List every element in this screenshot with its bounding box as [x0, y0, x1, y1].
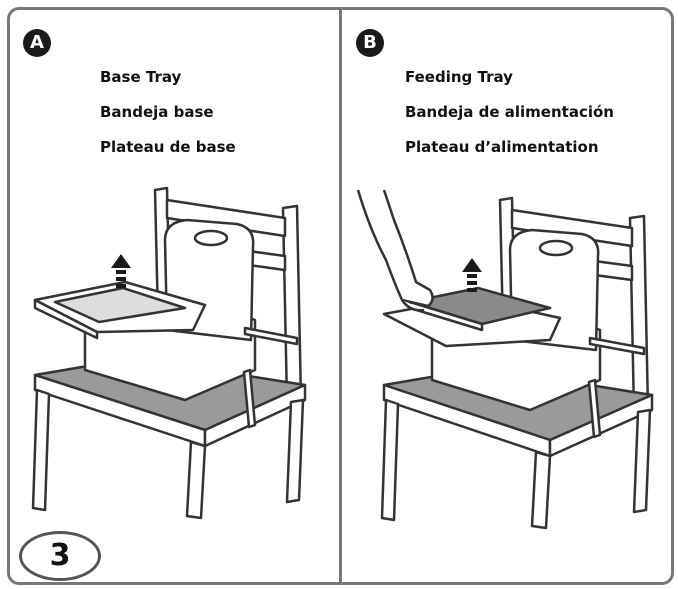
- panel-divider: [339, 7, 342, 585]
- panel-b-labels: Feeding Tray Bandeja de alimentación Pla…: [405, 66, 614, 171]
- panel-a-badge: A: [23, 29, 51, 57]
- panel-a-label-es: Bandeja base: [100, 103, 214, 121]
- panel-b-label-fr: Plateau d’alimentation: [405, 138, 599, 156]
- panel-b-badge: B: [356, 29, 384, 57]
- panel-a-illustration: [31, 186, 307, 520]
- panel-a-label-en: Base Tray: [100, 68, 182, 86]
- panel-a-label-fr: Plateau de base: [100, 138, 236, 156]
- panel-b-illustration: [356, 190, 654, 530]
- step-number-badge: 3: [19, 531, 101, 581]
- panel-a-labels: Base Tray Bandeja base Plateau de base: [100, 66, 236, 171]
- panel-b-label-es: Bandeja de alimentación: [405, 103, 614, 121]
- panel-b-label-en: Feeding Tray: [405, 68, 513, 86]
